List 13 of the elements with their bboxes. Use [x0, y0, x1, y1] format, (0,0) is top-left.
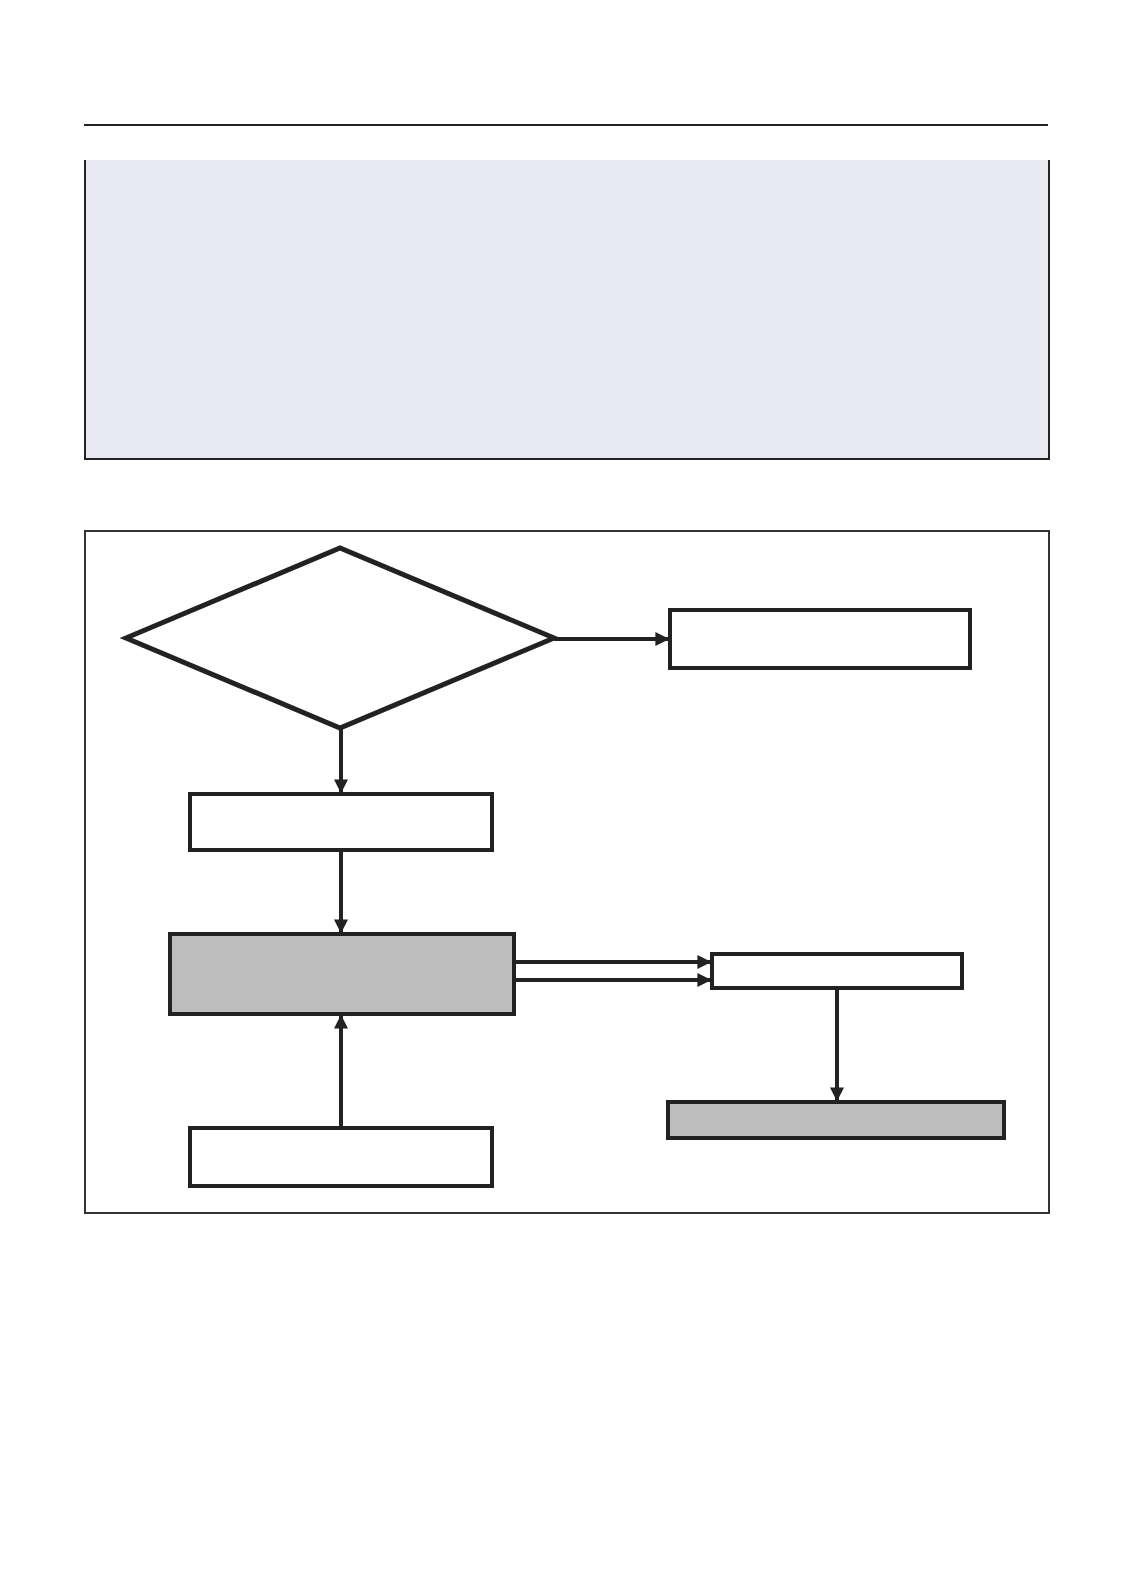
arrow	[334, 728, 348, 794]
arrow	[334, 1014, 348, 1126]
arrow	[334, 852, 348, 934]
process-box	[188, 1126, 494, 1188]
process-box	[710, 952, 964, 990]
process-box	[668, 608, 972, 670]
process-box	[666, 1100, 1006, 1140]
arrow	[516, 955, 712, 969]
arrow	[554, 632, 670, 646]
arrow	[516, 973, 712, 987]
process-box	[168, 932, 516, 1016]
process-box	[188, 792, 494, 852]
arrow	[830, 990, 844, 1102]
